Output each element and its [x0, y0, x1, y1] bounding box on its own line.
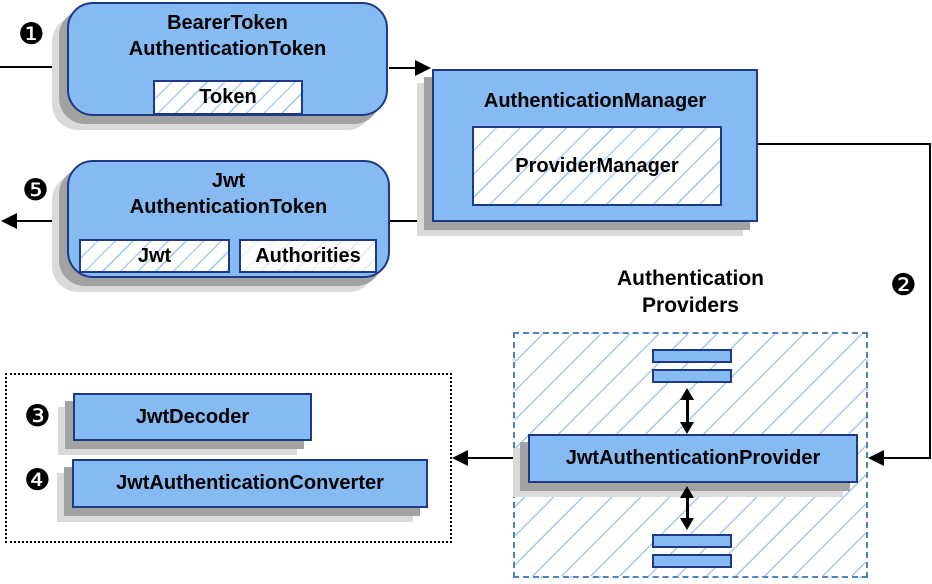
bearer-token-authentication-token-box: BearerToken AuthenticationToken Token: [67, 2, 388, 116]
manager-right-line: [758, 143, 931, 145]
step-5-badge: ❺: [22, 173, 49, 208]
arrowhead-left-icon: [452, 450, 468, 466]
arrowhead-left-icon: [868, 450, 884, 466]
step-2-badge: ❷: [890, 268, 917, 303]
provider-stack-bar: [652, 349, 732, 363]
authentication-manager-title: AuthenticationManager: [483, 90, 707, 112]
jwt-authentication-provider-label: JwtAuthenticationProvider: [565, 447, 821, 469]
line-into-provider: [882, 457, 930, 459]
token-subbox: Token: [153, 80, 303, 115]
arrowhead-down-icon: [680, 518, 694, 530]
jwt-decoder-box: JwtDecoder: [73, 393, 312, 441]
provider-stack-bar: [652, 554, 732, 568]
arrowhead-up-icon: [680, 486, 694, 498]
arrowhead-right-icon: [415, 60, 431, 76]
provider-stack-bar: [652, 534, 732, 548]
jwt-authentication-token-title: Jwt AuthenticationToken: [129, 170, 328, 218]
bearer-token-title: BearerToken AuthenticationToken: [128, 12, 327, 60]
arrowhead-down-icon: [680, 422, 694, 434]
provider-manager-label: ProviderManager: [515, 154, 679, 177]
arrowhead-left-icon: [1, 213, 17, 229]
step-3-badge: ❸: [24, 399, 51, 434]
right-vertical-line: [929, 143, 931, 459]
jwt-subbox: Jwt: [79, 239, 230, 273]
authentication-providers-title: Authentication Providers: [617, 267, 764, 317]
jwt-authentication-converter-label: JwtAuthenticationConverter: [116, 472, 384, 494]
jwt-authentication-provider-box: JwtAuthenticationProvider: [528, 434, 858, 483]
jwt-authentication-converter-box: JwtAuthenticationConverter: [72, 459, 428, 508]
step-1-badge: ❶: [18, 17, 45, 52]
jwt-decoder-label: JwtDecoder: [135, 405, 250, 428]
decoder-converter-group-box: JwtDecoder JwtAuthenticationConverter: [5, 373, 452, 543]
provider-manager-subbox: ProviderManager: [472, 126, 722, 206]
double-arrow-line: [686, 398, 689, 424]
incoming-request-line: [0, 66, 66, 68]
bearer-to-manager-line: [389, 67, 417, 69]
outgoing-result-line: [15, 220, 67, 222]
provider-stack-bar: [652, 369, 732, 383]
jwt-label: Jwt: [137, 244, 172, 267]
arrowhead-up-icon: [680, 388, 694, 400]
step-4-badge: ❹: [24, 463, 51, 498]
jwt-authentication-token-box: Jwt AuthenticationToken Jwt Authorities: [67, 160, 390, 278]
authorities-subbox: Authorities: [239, 239, 377, 273]
provider-to-decoder-line: [466, 457, 528, 459]
authentication-manager-box: AuthenticationManager ProviderManager: [432, 69, 758, 222]
double-arrow-line: [686, 496, 689, 520]
authorities-label: Authorities: [255, 244, 361, 267]
token-label: Token: [199, 86, 257, 108]
manager-to-jwt-token-line: [390, 220, 432, 222]
